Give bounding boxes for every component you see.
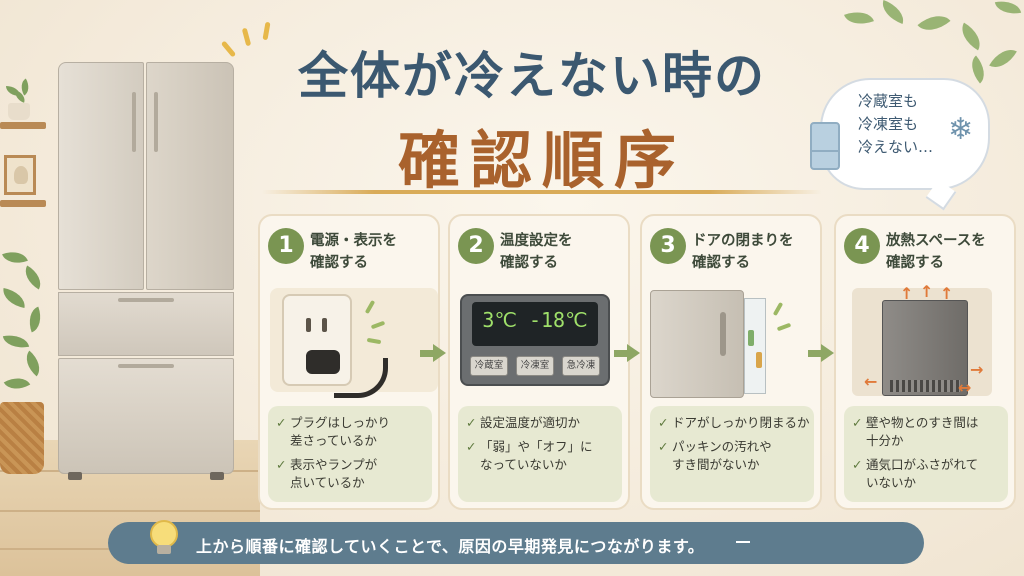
arrow-right-icon (614, 344, 640, 362)
panel-button: 急冷凍 (562, 356, 600, 376)
step-number: 2 (458, 228, 494, 264)
step-number: 3 (650, 228, 686, 264)
arrow-up-icon: ↑ (900, 284, 914, 303)
check-item: ✓ 設定温度が適切か (466, 415, 581, 430)
arrow-left-icon: ← (864, 372, 878, 391)
arrow-right-icon: → (970, 360, 984, 379)
lightbulb-base (157, 545, 171, 554)
arrow-both-icon: ↔ (958, 378, 972, 397)
check-icon: ✓ (658, 415, 669, 430)
bottle-icon (756, 352, 762, 368)
check-item: ✓ 壁や物とのすき間は 十分か (852, 415, 979, 448)
check-icon: ✓ (276, 415, 287, 430)
plant-basket (0, 402, 44, 474)
wall-shelf (0, 200, 46, 207)
temperature-screen (472, 302, 598, 346)
bubble-text: 冷蔵室も 冷凍室も 冷えない… (858, 92, 934, 156)
check-item: ✓ 表示やランプが 点いているか (276, 457, 378, 490)
tip-text: 上から順番に確認していくことで、原因の早期発見につながります。 (196, 537, 705, 556)
bottle-icon (748, 330, 754, 346)
tip-banner (108, 522, 924, 564)
step-card-3: 3 ドアの閉まりを 確認する ✓ ドアがしっかり閉まるか ✓ パッキンの汚れや … (640, 214, 822, 510)
step-heading: ドアの閉まりを 確認する (692, 233, 794, 271)
speech-bubble (820, 78, 990, 190)
check-icon: ✓ (658, 439, 669, 454)
step-number: 4 (844, 228, 880, 264)
panel-button: 冷凍室 (516, 356, 554, 376)
step-heading: 温度設定を 確認する (500, 233, 573, 271)
title-underline (262, 190, 822, 194)
vent-grille (890, 380, 960, 392)
checklist: ✓ ドアがしっかり閉まるか ✓ パッキンの汚れや すき間がないか (650, 406, 814, 502)
arrow-up-icon: ↑ (940, 284, 954, 303)
check-icon: ✓ (466, 415, 477, 430)
lightbulb-icon (150, 520, 178, 548)
dash-mark (736, 541, 750, 543)
snowflake-icon: ❄ (948, 112, 974, 147)
temperature-display: 3℃ -18℃ (482, 308, 588, 332)
checklist: ✓ プラグはしっかり 差さっているか ✓ 表示やランプが 点いているか (268, 406, 432, 502)
check-icon: ✓ (852, 457, 863, 472)
step-number: 1 (268, 228, 304, 264)
check-item: ✓ 「弱」や「オフ」に なっていないか (466, 439, 593, 472)
fridge-interior (744, 298, 766, 394)
refrigerator-illustration (58, 62, 234, 480)
check-icon: ✓ (852, 415, 863, 430)
checklist: ✓ 壁や物とのすき間は 十分か ✓ 通気口がふさがれて いないか (844, 406, 1008, 502)
cord-icon (334, 358, 388, 398)
step-heading: 放熱スペースを 確認する (886, 233, 986, 271)
leaf-icon (6, 86, 20, 96)
check-item: ✓ プラグはしっかり 差さっているか (276, 415, 391, 448)
check-icon: ✓ (466, 439, 477, 454)
check-item: ✓ パッキンの汚れや すき間がないか (658, 439, 772, 472)
arrow-right-icon (808, 344, 834, 362)
page-subtitle: 確認順序 (397, 124, 686, 197)
check-item: ✓ 通気口がふさがれて いないか (852, 457, 979, 490)
step-heading: 電源・表示を 確認する (310, 233, 397, 271)
page-title: 全体が冷えない時の (298, 47, 766, 105)
checklist: ✓ 設定温度が適切か ✓ 「弱」や「オフ」に なっていないか (458, 406, 622, 502)
small-plant-pot (8, 103, 30, 120)
open-door-icon (650, 290, 744, 398)
wall-shelf (0, 122, 46, 129)
check-item: ✓ ドアがしっかり閉まるか (658, 415, 810, 430)
door-handle (720, 312, 726, 356)
mini-fridge-icon (810, 122, 840, 170)
arrow-right-icon (420, 344, 446, 362)
picture-frame (4, 155, 36, 195)
panel-button: 冷蔵室 (470, 356, 508, 376)
check-icon: ✓ (276, 457, 287, 472)
arrow-up-icon: ↑ (920, 282, 934, 301)
